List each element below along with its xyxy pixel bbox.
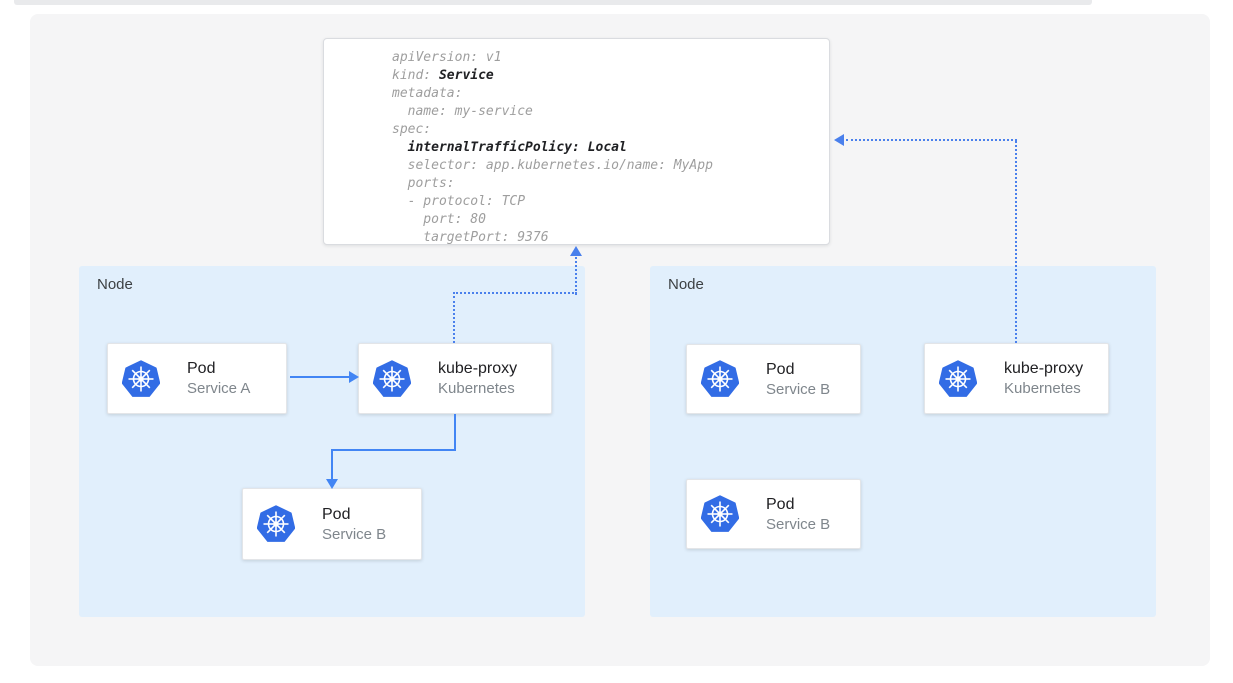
kubernetes-icon: [938, 359, 978, 398]
card-subtitle: Kubernetes: [438, 380, 515, 397]
arrowhead-up-icon: [570, 246, 582, 256]
dotted-right-kube-proxy-to-yaml-seg1: [1015, 141, 1017, 343]
card-subtitle: Service B: [766, 380, 831, 398]
kubernetes-icon: [700, 360, 740, 398]
kubernetes-icon: [372, 359, 412, 398]
top-divider: [14, 0, 1092, 5]
arrow-pod-a-to-kube-proxy: [290, 376, 351, 378]
kubernetes-icon: [256, 505, 296, 543]
card-subtitle: Service B: [766, 515, 831, 533]
node-box-right: Node Pod Service B: [650, 266, 1156, 617]
arrow-kube-proxy-to-pod-b-seg1: [454, 414, 456, 451]
arrow-kube-proxy-to-pod-b-seg2: [331, 449, 456, 451]
dotted-left-kube-proxy-to-yaml-seg3: [575, 257, 577, 295]
dotted-right-kube-proxy-to-yaml-seg2: [846, 139, 1017, 141]
pod-card-service-b-right-top: Pod Service B: [686, 344, 861, 414]
card-title: kube-proxy: [1004, 360, 1084, 377]
card-title: Pod: [766, 495, 795, 513]
card-title: Pod: [322, 505, 351, 523]
pod-card-service-b-right-bottom: Pod Service B: [686, 479, 861, 549]
node-label: Node: [668, 276, 704, 293]
arrow-kube-proxy-to-pod-b-seg3: [331, 449, 333, 480]
card-title: Pod: [187, 360, 216, 377]
pod-card-service-a: Pod Service A: [107, 343, 287, 414]
arrowhead-down-icon: [326, 479, 338, 489]
kube-proxy-card-left: kube-proxy Kubernetes: [358, 343, 552, 414]
node-label: Node: [97, 276, 133, 293]
card-subtitle: Kubernetes: [1004, 380, 1081, 397]
kubernetes-icon: [121, 359, 161, 398]
card-title: kube-proxy: [438, 360, 518, 377]
kube-proxy-card-right: kube-proxy Kubernetes: [924, 343, 1109, 414]
dotted-left-kube-proxy-to-yaml-seg1: [453, 296, 455, 343]
arrowhead-right-icon: [349, 371, 359, 383]
card-subtitle: Service B: [322, 525, 387, 543]
kubernetes-icon: [700, 495, 740, 533]
pod-card-service-b-left: Pod Service B: [242, 488, 422, 560]
node-box-left: Node Pod Service A: [79, 266, 585, 617]
arrowhead-left-icon: [834, 134, 844, 146]
card-subtitle: Service A: [187, 380, 251, 397]
card-title: Pod: [766, 360, 795, 378]
dotted-left-kube-proxy-to-yaml-seg2: [453, 292, 577, 294]
